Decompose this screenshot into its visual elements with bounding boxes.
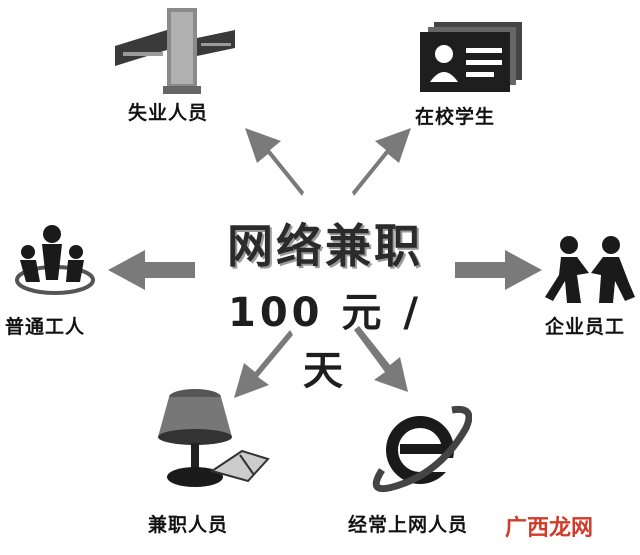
arrow-to-unemployed bbox=[245, 128, 304, 196]
node-label-netizens: 经常上网人员 bbox=[348, 514, 469, 536]
center-title: 网络兼职 bbox=[227, 219, 423, 273]
people-group-icon bbox=[15, 225, 95, 295]
arrow-to-workers bbox=[108, 250, 195, 290]
handshake-figures-icon bbox=[545, 236, 635, 303]
arrow-to-employees bbox=[455, 250, 542, 290]
id-card-icon bbox=[420, 22, 522, 92]
node-label-part-timers: 兼职人员 bbox=[148, 514, 229, 536]
watermark-logo: 广西龙网 bbox=[505, 516, 594, 541]
arrow-to-part-timers bbox=[234, 330, 293, 398]
arrow-to-students bbox=[352, 128, 411, 196]
center-subtitle: 100 元 / 天 bbox=[228, 290, 422, 394]
node-label-students: 在校学生 bbox=[415, 106, 496, 128]
factory-gate-icon bbox=[115, 8, 235, 94]
desk-lamp-icon bbox=[158, 389, 270, 487]
node-label-unemployed: 失业人员 bbox=[128, 102, 209, 124]
node-label-employees: 企业员工 bbox=[545, 316, 626, 338]
node-label-workers: 普通工人 bbox=[5, 316, 86, 338]
internet-explorer-icon bbox=[372, 405, 472, 493]
arrow-to-netizens bbox=[354, 326, 408, 392]
